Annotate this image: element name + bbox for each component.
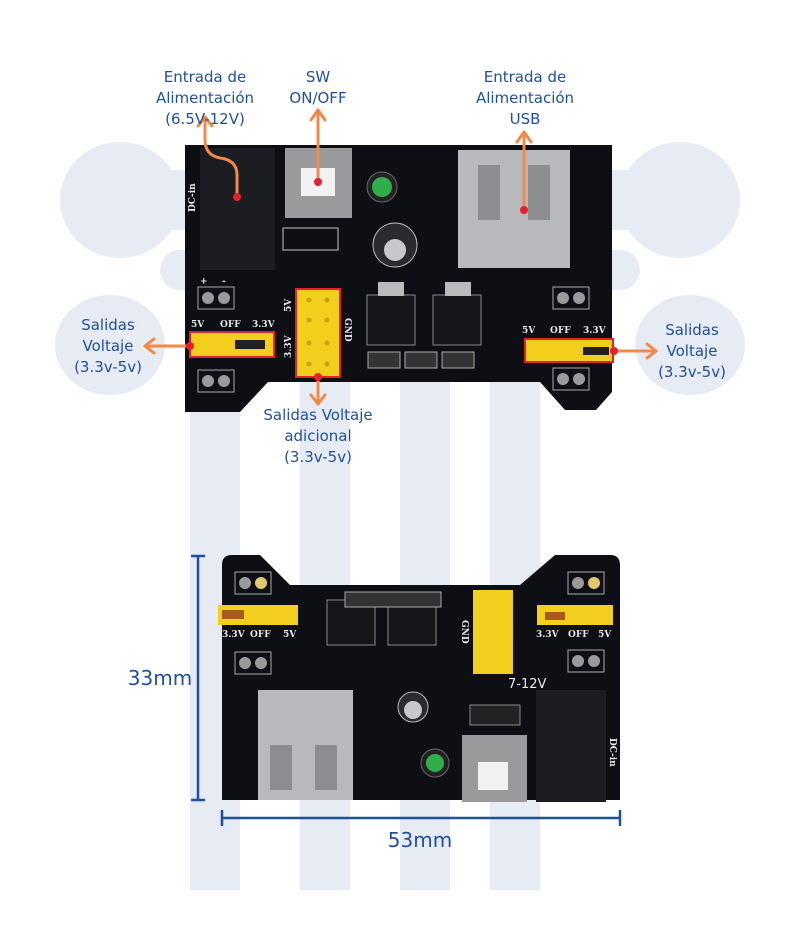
silk-33v-mid: 3.3V [284,334,294,358]
callout-extra-output: Salidas Voltaje adicional (3.3v-5v) [263,406,372,466]
label-line: adicional [284,427,351,445]
label-line: Alimentación [476,89,574,107]
silk-5v-left: 5V [191,320,205,330]
silk-33v-right: 3.3V [583,326,607,336]
label-line: ON/OFF [289,89,346,107]
silk-dc-in: DC-in [188,183,198,212]
top-board: DC-in + - 5V OFF 3.3V [185,145,614,412]
regulator-1 [366,294,416,346]
label-line: (3.3v-5v) [658,363,726,381]
label-line: Salidas [81,316,135,334]
callout-right-output: Salidas Voltaje (3.3v-5v) [658,321,726,381]
label-line: (3.3v-5v) [284,448,352,466]
bottom-dc-jack [536,690,606,802]
label-line: (3.3v-5v) [74,358,142,376]
usb-port [458,150,570,268]
dc-jack [200,148,275,270]
label-line: (6.5V-12V) [165,110,245,128]
bottom-board: 3.3V OFF 5V GND 3.3V OFF 5V 7-12V DC-in [218,555,620,802]
silk-gnd-b: GND [459,620,469,644]
silk-33v-br: 3.3V [536,630,560,640]
height-label: 33mm [128,666,192,690]
callout-arrows [143,108,658,406]
silk-minus: - [222,277,226,287]
silk-dc-in-b: DC-in [607,738,617,767]
dimension-height: 33mm [128,554,205,802]
callout-left-output: Salidas Voltaje (3.3v-5v) [74,316,142,376]
label-line: Alimentación [156,89,254,107]
silk-5v-mid: 5V [284,298,294,312]
label-line: Entrada de [164,68,246,86]
label-line: Entrada de [484,68,566,86]
label-line: Voltaje [83,337,134,355]
silk-5v-bl: 5V [283,630,297,640]
label-line: USB [510,110,541,128]
callout-switch: SW ON/OFF [289,68,346,107]
width-label: 53mm [388,828,452,852]
extra-output-header [295,288,341,378]
silk-33v-left: 3.3V [252,320,276,330]
silk-5v-right: 5V [522,326,536,336]
silk-off-br: OFF [568,630,589,640]
silk-33v-bl: 3.3V [222,630,246,640]
callout-usb-input: Entrada de Alimentación USB [476,68,574,128]
silk-off-left: OFF [220,320,241,330]
silk-gnd: GND [342,318,352,342]
label-line: Salidas Voltaje [263,406,372,424]
dimension-width: 53mm [220,810,622,852]
label-line: Salidas [665,321,719,339]
silk-off-right: OFF [550,326,571,336]
callout-dc-input: Entrada de Alimentación (6.5V-12V) [156,68,254,128]
silk-off-bl: OFF [250,630,271,640]
silk-input-range: 7-12V [508,677,547,692]
label-line: SW [306,68,331,86]
label-line: Voltaje [667,342,718,360]
bottom-extra-header [473,590,513,674]
silk-5v-br: 5V [598,630,612,640]
silk-plus: + [200,277,208,287]
regulator-2 [432,294,482,346]
